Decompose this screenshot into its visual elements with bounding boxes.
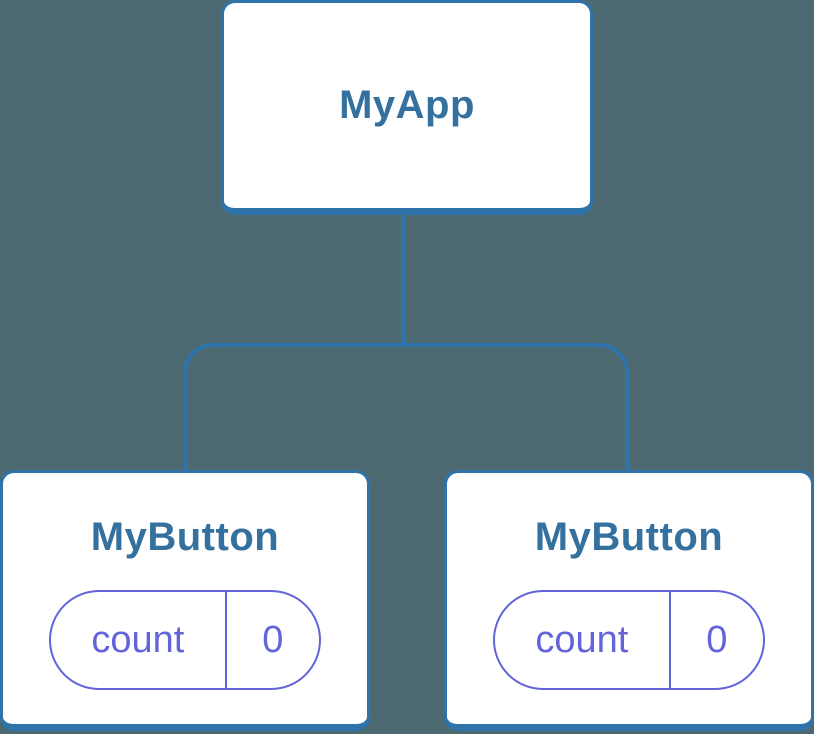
state-name: count bbox=[91, 618, 185, 661]
state-value: 0 bbox=[224, 592, 319, 688]
connector-stem bbox=[401, 215, 405, 347]
child-component-label: MyButton bbox=[90, 515, 280, 559]
component-node-child-right: MyButton count 0 bbox=[444, 470, 814, 731]
root-component-label: MyApp bbox=[339, 83, 475, 127]
state-pill: count 0 bbox=[49, 590, 321, 690]
component-node-root: MyApp bbox=[221, 0, 593, 215]
child-component-label: MyButton bbox=[534, 515, 724, 559]
connector-branch bbox=[183, 343, 629, 470]
state-value: 0 bbox=[668, 592, 763, 688]
state-pill: count 0 bbox=[493, 590, 765, 690]
component-node-child-left: MyButton count 0 bbox=[0, 470, 370, 731]
state-name: count bbox=[535, 618, 629, 661]
